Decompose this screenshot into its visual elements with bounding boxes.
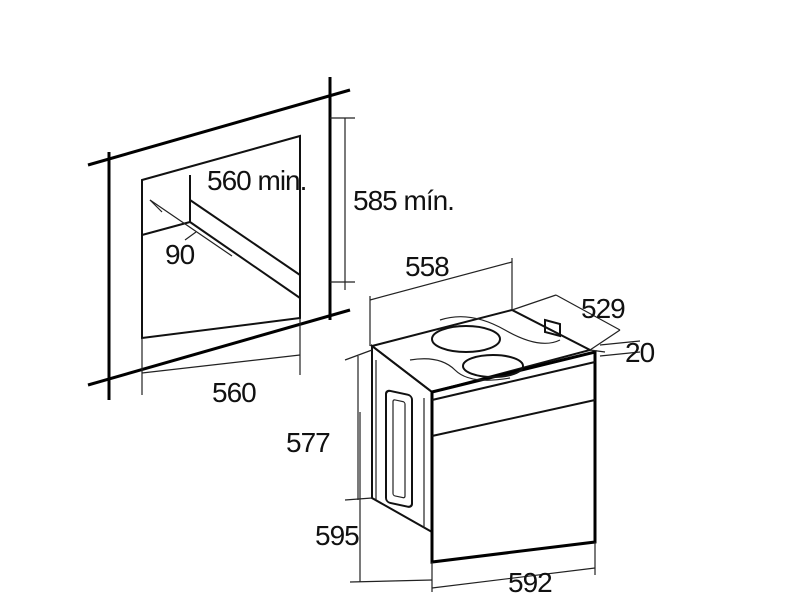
niche-width-label: 560 — [212, 377, 256, 408]
niche-drawing — [87, 77, 355, 400]
front-thickness-label: 20 — [625, 337, 655, 368]
niche-height-label: 585 mín. — [353, 185, 454, 216]
niche-depth-label: 560 min. — [207, 165, 306, 196]
oven-total-height-label: 595 — [315, 520, 359, 551]
oven-body-height-label: 577 — [286, 427, 330, 458]
oven-total-width-label: 592 — [508, 567, 552, 598]
niche-offset-label: 90 — [165, 239, 195, 270]
oven-drawing — [344, 258, 641, 592]
oven-depth-label: 529 — [581, 293, 625, 324]
oven-body-width-label: 558 — [405, 251, 449, 282]
